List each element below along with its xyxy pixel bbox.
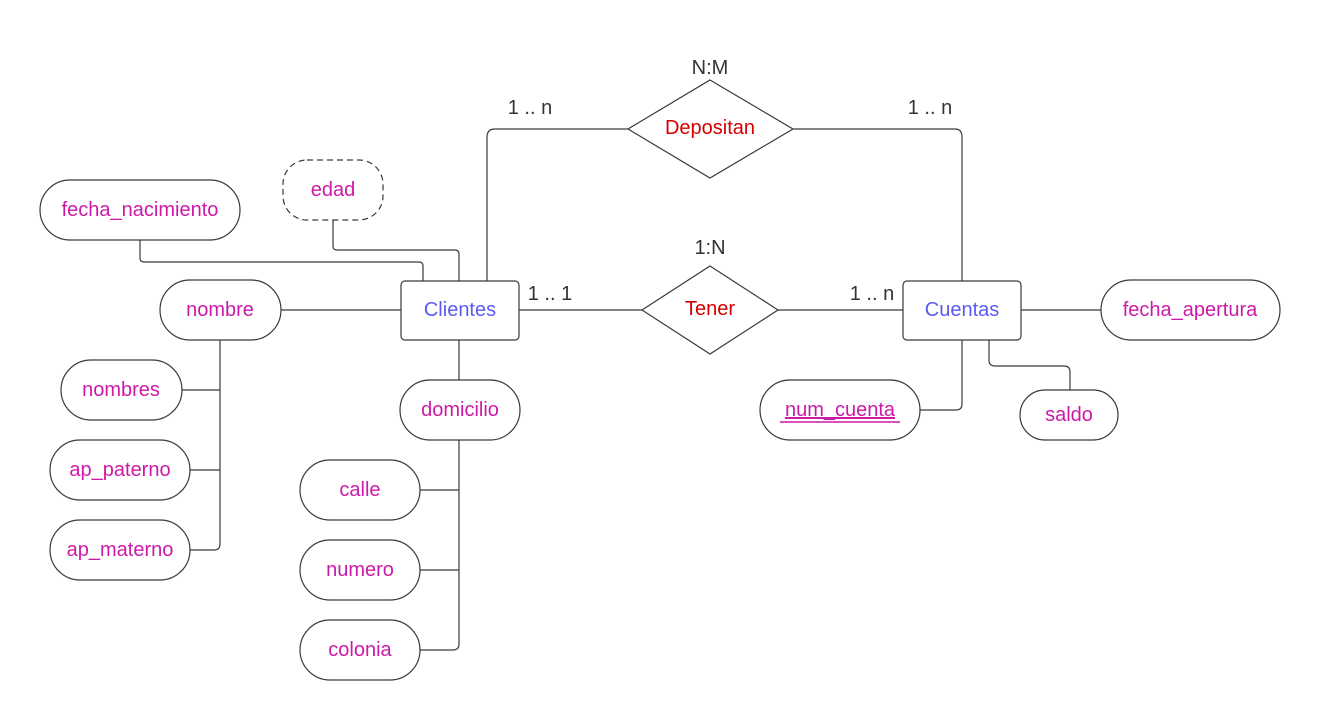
entity-label: Clientes: [424, 299, 496, 321]
attribute-label: numero: [326, 559, 394, 581]
attribute-label: ap_paterno: [69, 459, 170, 481]
attribute-label: calle: [339, 479, 380, 501]
line-fecha-nacimiento: [139, 240, 424, 281]
attribute-box: [299, 539, 421, 601]
attribute-label: colonia: [328, 639, 392, 661]
attribute-fecha-apertura[interactable]: fecha_apertura: [1100, 279, 1281, 341]
attribute-label: ap_materno: [67, 539, 174, 561]
relationship-label: Depositan: [665, 117, 755, 139]
attribute-box: [1019, 389, 1119, 441]
entity-clientes[interactable]: Clientes: [400, 280, 520, 341]
attribute-ap-materno[interactable]: ap_materno: [49, 519, 191, 581]
entity-label: Cuentas: [925, 299, 1000, 321]
attribute-box: [759, 379, 921, 441]
entity-cuentas[interactable]: Cuentas: [902, 280, 1022, 341]
line-edad: [332, 220, 460, 281]
derived-attribute-box: [282, 159, 384, 221]
attribute-box: [299, 619, 421, 681]
attribute-colonia[interactable]: colonia: [299, 619, 421, 681]
attribute-box: [399, 379, 521, 441]
attribute-box: [49, 439, 191, 501]
key-attribute-label: num_cuenta: [785, 399, 896, 421]
relationship-depositan[interactable]: Depositan: [626, 79, 795, 179]
line-num-cuenta: [920, 340, 963, 411]
annotations: N:M 1 .. n 1 .. n 1:N 1 .. 1 1 .. n: [508, 57, 952, 305]
entity-box: [902, 280, 1022, 341]
relationship-diamond: [640, 265, 780, 355]
attribute-ap-paterno[interactable]: ap_paterno: [49, 439, 191, 501]
attribute-label: nombres: [82, 379, 160, 401]
attribute-box: [60, 359, 183, 421]
line-nombre-subs: [190, 340, 221, 551]
line-saldo: [988, 340, 1071, 390]
connectors: [139, 128, 1101, 651]
attribute-nombre[interactable]: nombre: [159, 279, 282, 341]
relationship-tener[interactable]: Tener: [640, 265, 780, 355]
attribute-edad[interactable]: edad: [282, 159, 384, 221]
entity-box: [400, 280, 520, 341]
attribute-box: [159, 279, 282, 341]
attribute-numero[interactable]: numero: [299, 539, 421, 601]
relationship-type-tener: 1:N: [694, 237, 725, 259]
cardinality-tener-right: 1 .. n: [850, 283, 894, 305]
relationship-type-depositan: N:M: [692, 57, 729, 79]
attribute-label: edad: [311, 179, 356, 201]
cardinality-tener-left: 1 .. 1: [528, 283, 572, 305]
relationship-label: Tener: [685, 298, 735, 320]
attribute-fecha-nacimiento[interactable]: fecha_nacimiento: [39, 179, 241, 241]
relationship-diamond: [626, 79, 795, 179]
cardinality-depositan-right: 1 .. n: [908, 97, 952, 119]
attribute-num-cuenta[interactable]: num_cuenta: [759, 379, 921, 441]
attribute-calle[interactable]: calle: [299, 459, 421, 521]
attribute-saldo[interactable]: saldo: [1019, 389, 1119, 441]
attribute-box: [299, 459, 421, 521]
attribute-box: [49, 519, 191, 581]
line-domicilio-subs: [420, 440, 460, 651]
attribute-label: domicilio: [421, 399, 499, 421]
line-depositan-cuentas: [793, 128, 963, 281]
line-clientes-depositan: [486, 128, 628, 281]
attribute-domicilio[interactable]: domicilio: [399, 379, 521, 441]
attribute-label: fecha_nacimiento: [62, 199, 219, 221]
attribute-label: nombre: [186, 299, 254, 321]
attribute-nombres[interactable]: nombres: [60, 359, 183, 421]
attribute-label: fecha_apertura: [1123, 299, 1258, 321]
cardinality-depositan-left: 1 .. n: [508, 97, 552, 119]
attribute-box: [39, 179, 241, 241]
attribute-label: saldo: [1045, 404, 1093, 426]
attribute-box: [1100, 279, 1281, 341]
